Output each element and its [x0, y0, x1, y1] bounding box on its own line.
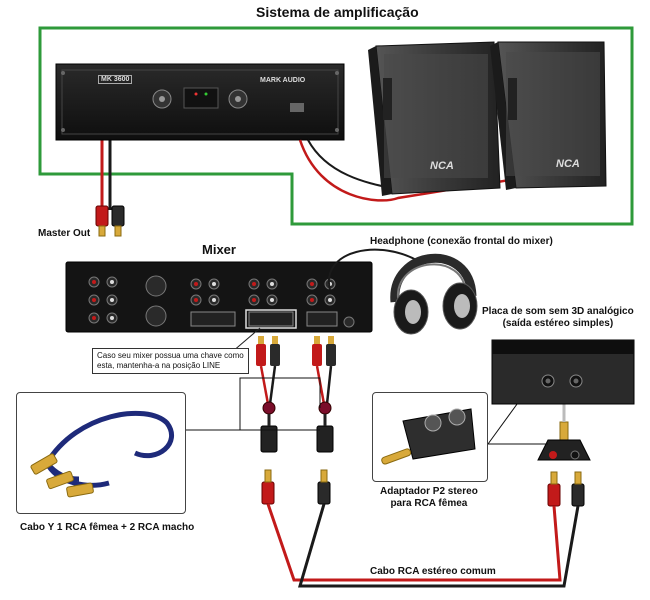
- y-cable-sockets: [260, 414, 334, 453]
- mixer-input-plugs: [256, 336, 336, 366]
- amplifier: [55, 63, 345, 141]
- sound-card-label: Placa de som sem 3D analógico (saída est…: [482, 306, 634, 329]
- y-cable-photo-box: [16, 392, 186, 514]
- speaker-right: [490, 41, 607, 190]
- master-out-plugs: [95, 205, 125, 237]
- adapter-photo-box: [372, 392, 488, 482]
- master-out-label: Master Out: [38, 228, 91, 239]
- y-cable-illustration: [30, 410, 175, 498]
- rca-cable-plugs-left: [261, 469, 331, 505]
- rca-cable-plugs-right: [547, 471, 585, 507]
- line-switch-note: Caso seu mixer possua uma chave como est…: [92, 348, 249, 374]
- p2-rca-adapter-inline: [537, 404, 591, 461]
- p2-rca-adapter-illustration: [381, 408, 476, 465]
- amp-model: MK 3600: [98, 75, 133, 84]
- mixer-panel: [65, 261, 373, 333]
- rca-cable-label: Cabo RCA estéreo comum: [370, 566, 496, 577]
- headphones: [390, 253, 478, 335]
- speaker-brand-right: NCA: [556, 158, 580, 170]
- adapter-label: Adaptador P2 stereo para RCA fêmea: [380, 486, 478, 509]
- sound-card-panel: [491, 339, 635, 405]
- y-cable-label: Cabo Y 1 RCA fêmea + 2 RCA macho: [20, 522, 195, 533]
- mixer-label: Mixer: [202, 242, 236, 257]
- system-title: Sistema de amplificação: [256, 4, 419, 20]
- amp-brand: MARK AUDIO: [260, 77, 306, 84]
- amplification-system-frame: [38, 26, 634, 226]
- headphone-label: Headphone (conexão frontal do mixer): [370, 236, 553, 247]
- rca-cable-red: [266, 503, 562, 582]
- speaker-wire-red: [298, 139, 511, 202]
- speaker-left: [368, 41, 501, 196]
- speaker-brand-left: NCA: [430, 160, 454, 172]
- headphone-cable: [327, 248, 421, 291]
- rca-cable-black: [297, 503, 580, 588]
